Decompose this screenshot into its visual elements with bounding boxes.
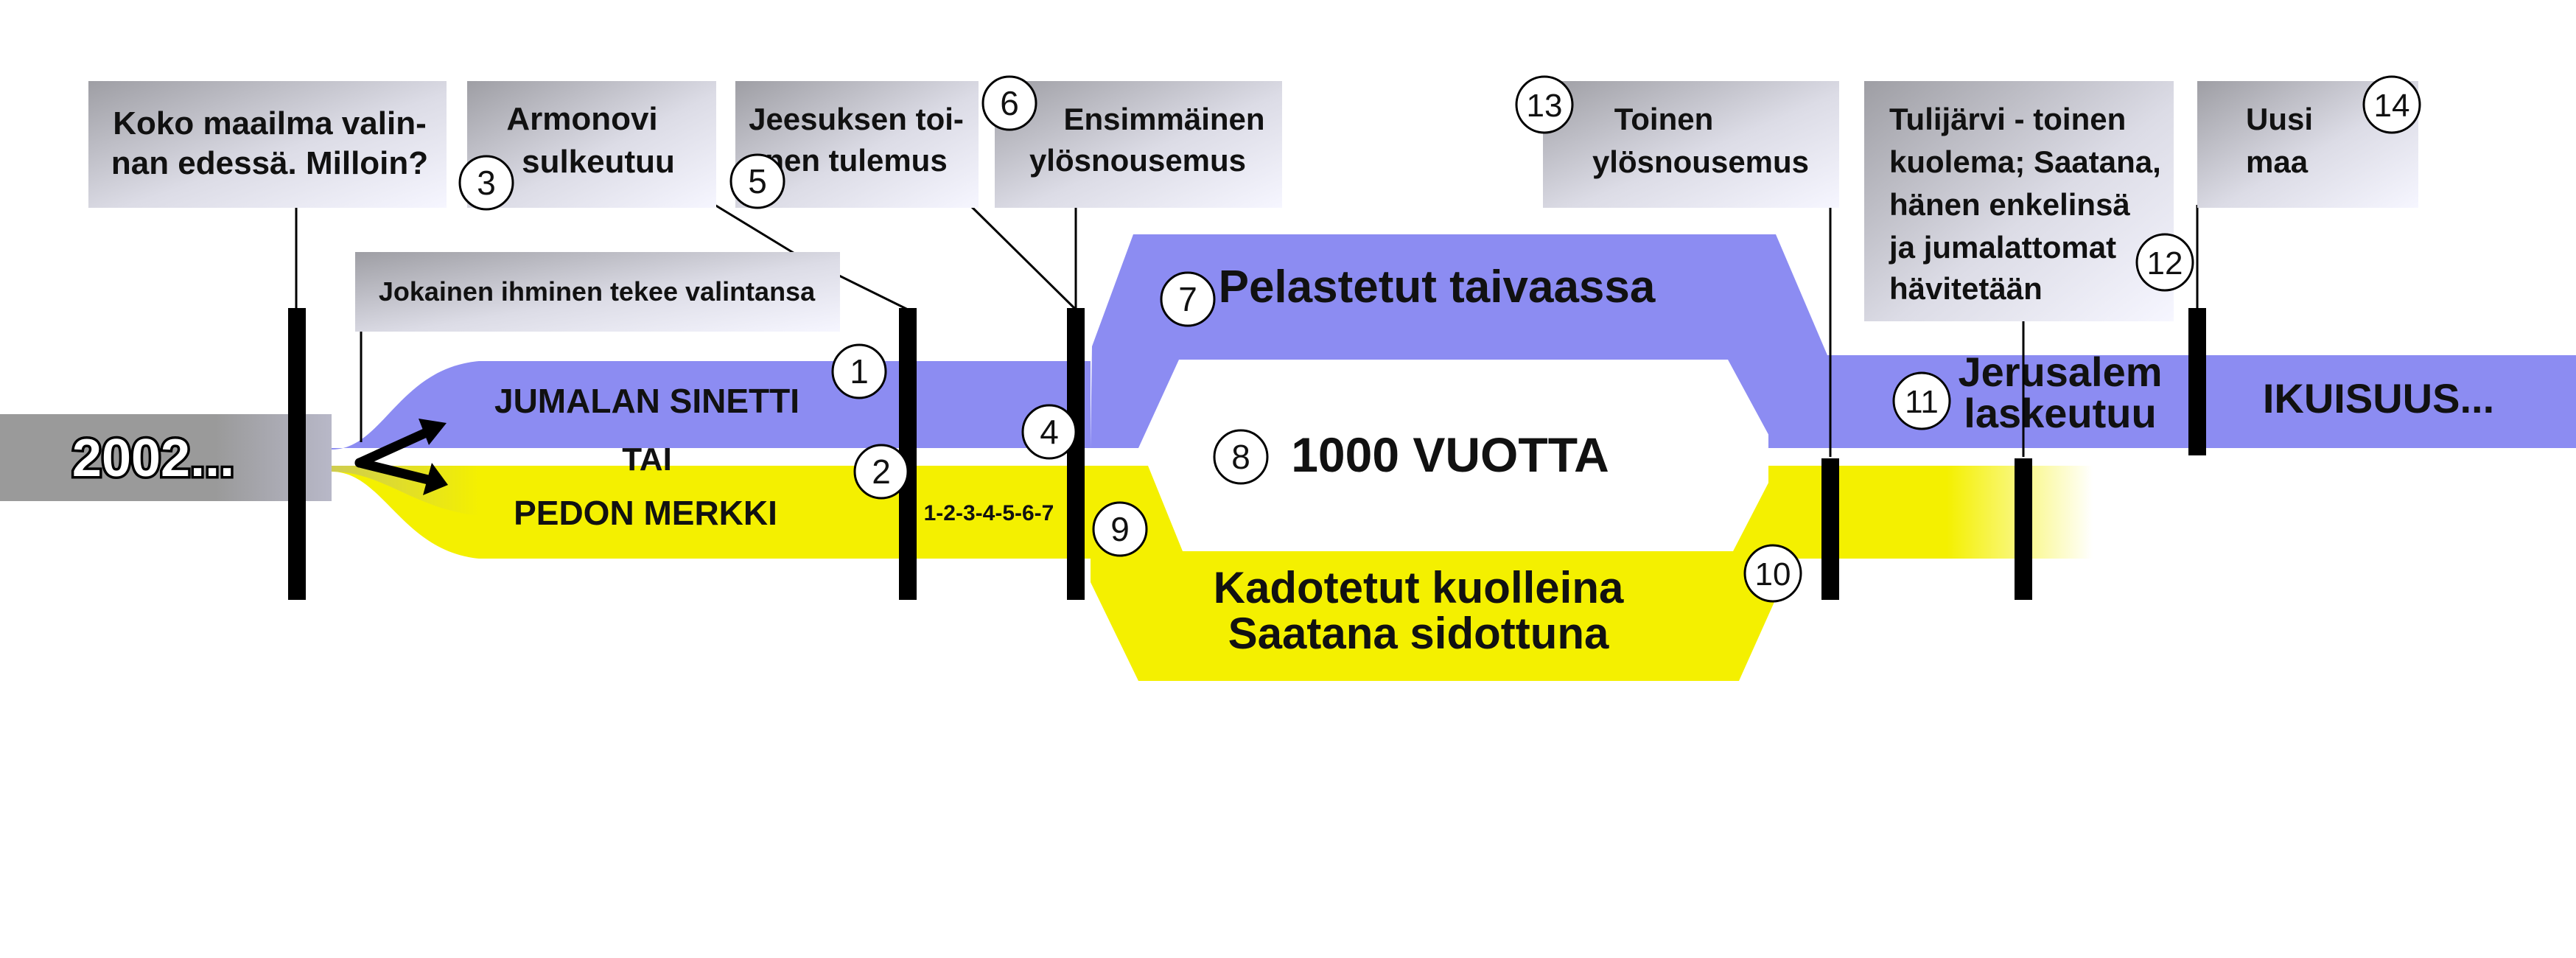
number-marker-7-text: 7 [1178,280,1197,318]
blue-hexagon-heaven [1091,234,1827,448]
number-marker-2: 2 [853,444,909,500]
label-jerusalem-2: laskeutuu [1964,390,2156,436]
caption-toinen: Toinen ylösnousemus [1543,81,1839,208]
caption-tulijarvi-line-4: ja jumalattomat [1889,230,2116,265]
caption-jokainen-line-1: Jokainen ihminen tekee valintansa [379,276,816,307]
caption-jeesus-line-2: nen tulemus [765,143,947,178]
label-pelastetut-taivaassa: Pelastetut taivaassa [1219,262,1656,312]
caption-uusi-line-2: maa [2246,144,2309,179]
number-marker-12: 12 [2135,233,2194,292]
label-pedon-merkki: PEDON MERKKI [514,494,777,532]
label-sequence: 1-2-3-4-5-6-7 [924,501,1054,525]
caption-ensimmainen-line-2: ylösnousemus [1029,143,1246,178]
number-marker-4: 4 [1021,404,1077,460]
number-marker-4-text: 4 [1040,413,1059,451]
number-marker-1: 1 [831,343,887,399]
choice-arrows [354,425,436,486]
label-kadotetut-2: Saatana sidottuna [1228,609,1609,658]
caption-tulijarvi-line-3: hänen enkelinsä [1889,187,2130,222]
start-band [0,414,332,501]
number-marker-12-text: 12 [2147,245,2183,282]
number-marker-7: 7 [1160,271,1216,327]
caption-armonovi-line-1: Armonovi [506,101,657,137]
caption-ensimmainen: Ensimmäinen ylösnousemus [995,81,1282,208]
number-marker-11-text: 11 [1905,384,1939,420]
number-marker-13-text: 13 [1527,88,1563,124]
number-marker-8-text: 8 [1231,438,1250,476]
number-marker-2-text: 2 [872,452,891,491]
caption-armonovi-line-2: sulkeutuu [522,144,675,180]
bar-lake-of-fire [2015,458,2032,600]
caption-toinen-line-2: ylösnousemus [1592,144,1809,179]
caption-tulijarvi-line-1: Tulijärvi - toinen [1889,102,2126,136]
number-marker-3: 3 [458,155,514,211]
number-marker-1-text: 1 [850,352,869,391]
arrowhead-down [423,463,448,495]
caption-jeesus: Jeesuksen toi- nen tulemus [735,81,979,208]
caption-jokainen: Jokainen ihminen tekee valintansa [355,252,840,332]
start-year: 2002... [72,429,234,488]
number-marker-9: 9 [1092,501,1148,557]
caption-tulijarvi: Tulijärvi - toinen kuolema; Saatana, hän… [1864,81,2174,321]
bar-second-coming [1067,308,1085,600]
caption-uusi-line-1: Uusi [2246,102,2313,136]
yellow-band-end [1768,466,2093,559]
caption-tulijarvi-line-5: hävitetään [1889,271,2043,306]
label-tai: TAI [622,441,672,478]
number-marker-6: 6 [981,75,1037,131]
number-marker-6-text: 6 [1000,84,1019,122]
label-jumalan-sinetti: JUMALAN SINETTI [494,382,799,420]
number-marker-10: 10 [1743,544,1802,603]
number-marker-3-text: 3 [477,164,496,202]
number-marker-5: 5 [729,153,785,209]
label-ikuisuus: IKUISUUS... [2263,375,2494,422]
yellow-hexagon-lost [1091,466,1805,681]
caption-toinen-line-1: Toinen [1614,102,1714,136]
number-marker-5-text: 5 [748,162,767,200]
bar-new-earth [2188,308,2206,455]
caption-koko: Koko maailma valin- nan edessä. Milloin? [88,81,447,208]
number-marker-13: 13 [1515,75,1574,134]
number-marker-9-text: 9 [1110,510,1130,548]
caption-koko-line-2: nan edessä. Milloin? [111,145,428,181]
arrowhead-up [419,419,447,445]
number-marker-14: 14 [2362,75,2421,134]
label-jerusalem-1: Jerusalem [1958,349,2162,395]
caption-jeesus-line-1: Jeesuksen toi- [749,102,964,136]
caption-armonovi: Armonovi sulkeutuu [467,81,716,208]
number-marker-11: 11 [1892,371,1951,430]
bar-now [288,308,306,600]
number-marker-14-text: 14 [2374,88,2410,124]
start-label: 2002... [69,427,237,491]
number-marker-10-text: 10 [1755,556,1791,592]
label-kadotetut-1: Kadotetut kuolleina [1214,563,1624,612]
caption-ensimmainen-line-1: Ensimmäinen [1063,102,1264,136]
caption-koko-line-1: Koko maailma valin- [113,105,426,141]
caption-tulijarvi-line-2: kuolema; Saatana, [1889,144,2161,179]
connector-lines [295,203,2199,457]
number-marker-8: 8 [1213,429,1269,485]
bar-second-resurrection [1821,458,1839,600]
label-1000-vuotta: 1000 VUOTTA [1291,427,1609,482]
